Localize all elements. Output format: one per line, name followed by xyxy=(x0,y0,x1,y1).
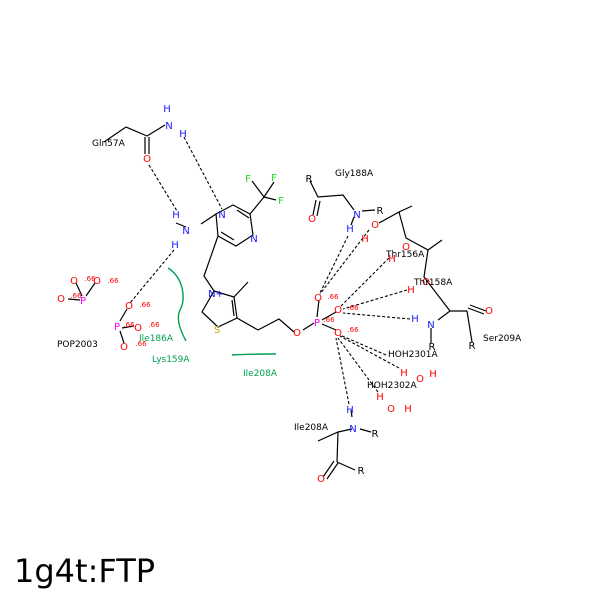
atom-o-pop-b3: O xyxy=(57,294,65,305)
atom-o1-phosphate: O xyxy=(314,293,322,304)
occ-pop-a3: .66 xyxy=(135,340,147,348)
atom-h-gln57: H xyxy=(163,104,171,115)
occ-p: .66 xyxy=(323,316,335,324)
occ-o1: .66 xyxy=(327,293,339,301)
occ-pop-a4: .66 xyxy=(123,321,135,329)
atom-n-ser209: N xyxy=(427,320,434,331)
atom-h-thr156: H xyxy=(388,254,396,265)
occ-pop-b1: .66 xyxy=(84,275,96,283)
residue-labels: Gln57A Gly188A Thr156A Thr158A Ser209A H… xyxy=(57,139,522,433)
atom-h-ser209: H xyxy=(411,314,419,325)
atom-h-thr156-og: H xyxy=(361,234,369,245)
atom-o-gly188: O xyxy=(308,214,316,225)
label-thr158: Thr158A xyxy=(413,278,453,288)
label-pop2003: POP2003 xyxy=(57,340,98,350)
atom-r-ile208b: R xyxy=(358,466,365,477)
atom-r-gly188a: R xyxy=(306,174,313,185)
atom-n-gly188: N xyxy=(353,210,360,221)
label-lys159: Lys159A xyxy=(152,355,190,365)
atom-n1-pyrimidine: N xyxy=(218,210,225,221)
atom-n-thiazolium: N+ xyxy=(208,289,224,300)
atom-o-hoh2301: O xyxy=(416,374,424,385)
atom-o-pop-a1: O xyxy=(125,301,133,312)
atom-h-hoh2302a: H xyxy=(376,392,384,403)
atom-n-gln57: N xyxy=(165,121,172,132)
atom-o-pop-b1: O xyxy=(70,276,78,287)
atom-h-gln57b: H xyxy=(179,129,187,140)
covalent-bonds xyxy=(67,124,487,480)
label-ile208-lower: Ile208A xyxy=(294,423,329,433)
atom-o-bridge: O xyxy=(293,328,301,339)
atom-p-pop-a: P xyxy=(114,322,120,333)
label-hoh2302: HOH2302A xyxy=(367,381,418,391)
occ-pop-b3: .66 xyxy=(70,292,82,300)
atom-f2: F xyxy=(271,173,277,184)
atom-h-thr158: H xyxy=(407,285,415,296)
atom-h-gly188: H xyxy=(346,224,354,235)
atoms: N H H O N N F F F N H H N+ S O P O O O .… xyxy=(57,104,493,485)
occ-o3: .66 xyxy=(347,326,359,334)
atom-n3-pyrimidine: N xyxy=(250,234,257,245)
atom-o-ile208: O xyxy=(317,474,325,485)
atom-h-hoh2302b: H xyxy=(404,404,412,415)
occ-pop-b2: .66 xyxy=(107,277,119,285)
atom-h-amino2: H xyxy=(171,240,179,251)
atom-o-thr156-og: O xyxy=(371,220,379,231)
label-ser209: Ser209A xyxy=(483,334,522,344)
atom-o-pop-a3: O xyxy=(120,342,128,353)
atom-o2-phosphate: O xyxy=(334,305,342,316)
label-thr156: Thr156A xyxy=(385,250,425,260)
atom-h-ile208: H xyxy=(346,405,354,416)
atom-p-pop-b: P xyxy=(80,296,86,307)
atom-o-hoh2302: O xyxy=(387,404,395,415)
atom-o-pop-b2: O xyxy=(93,276,101,287)
atom-f3: F xyxy=(278,196,284,207)
atom-s-thiazolium: S xyxy=(214,325,220,336)
page-title: 1g4t:FTP xyxy=(14,552,156,590)
atom-f1: F xyxy=(245,174,251,185)
atom-o-thr158: O xyxy=(422,277,430,288)
label-gln57: Gln57A xyxy=(92,139,126,149)
atom-h-hoh2301a: H xyxy=(400,368,408,379)
atom-r-ser209a: R xyxy=(429,342,436,353)
atom-o-pop-a2: O xyxy=(134,323,142,334)
atom-o-gln57: O xyxy=(143,154,151,165)
atom-h-amino1: H xyxy=(172,210,180,221)
occ-pop-a1: .66 xyxy=(139,301,151,309)
atom-r-gly188b: R xyxy=(377,206,384,217)
hydrogen-bonds xyxy=(129,136,411,405)
atom-r-ile208a: R xyxy=(372,429,379,440)
atom-r-ser209b: R xyxy=(469,341,476,352)
atom-n-amino: N xyxy=(182,226,189,237)
atom-o-thr156: O xyxy=(402,242,410,253)
atom-o3-phosphate: O xyxy=(334,328,342,339)
atom-h-hoh2301b: H xyxy=(429,369,437,380)
occ-o2: .66 xyxy=(347,304,359,312)
label-ile186: Ile186A xyxy=(139,334,174,344)
atom-o-ser209: O xyxy=(485,306,493,317)
atom-n-ile208: N xyxy=(349,424,356,435)
hydrophobic-contacts xyxy=(167,267,277,356)
occ-pop-a2: .66 xyxy=(148,321,160,329)
label-gly188: Gly188A xyxy=(335,169,374,179)
label-hoh2301: HOH2301A xyxy=(388,350,439,360)
label-ile208: Ile208A xyxy=(243,369,278,379)
atom-p-phosphate: P xyxy=(314,318,320,329)
